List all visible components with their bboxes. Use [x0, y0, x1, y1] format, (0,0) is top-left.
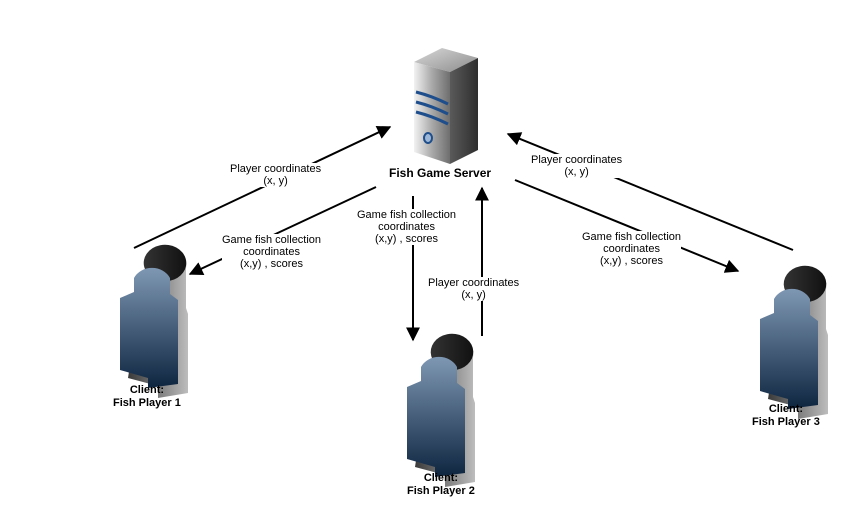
label-line: (x, y): [263, 175, 288, 187]
client-3-label: Client: Fish Player 3: [752, 403, 820, 429]
client-role: Client:: [423, 472, 459, 484]
label-server-to-p3: Game fish collection coordinates (x,y) ,…: [582, 231, 682, 267]
client-name: Fish Player 1: [113, 397, 181, 409]
server-label: Fish Game Server: [389, 166, 492, 180]
label-line: (x, y): [564, 166, 589, 178]
label-line: Game fish collection: [222, 234, 322, 246]
label-line: (x, y): [461, 289, 486, 301]
label-p3-to-server: Player coordinates (x, y): [531, 154, 623, 178]
label-line: coordinates: [603, 243, 660, 255]
connection-server-to-p1: [188, 186, 377, 276]
label-p2-to-server: Player coordinates (x, y): [428, 277, 520, 301]
label-line: Player coordinates: [230, 163, 322, 175]
client-role: Client:: [129, 384, 165, 396]
connection-server-to-p3: [514, 179, 740, 273]
client-role: Client:: [768, 403, 804, 415]
client-2-label: Client: Fish Player 2: [407, 472, 475, 498]
label-line: Game fish collection: [357, 209, 457, 221]
label-server-to-p2: Game fish collection coordinates (x,y) ,…: [357, 209, 457, 245]
label-line: (x,y) , scores: [600, 255, 663, 267]
client-name: Fish Player 2: [407, 485, 475, 497]
client-name: Fish Player 3: [752, 416, 820, 428]
connection-p3-to-server: [506, 132, 794, 251]
client-1-icon: [120, 244, 188, 398]
label-server-to-p1: Game fish collection coordinates (x,y) ,…: [222, 234, 322, 270]
client-2-icon: [407, 333, 475, 487]
label-line: Game fish collection: [582, 231, 682, 243]
label-line: (x,y) , scores: [375, 233, 438, 245]
connection-p1-to-server: [133, 126, 392, 249]
label-line: coordinates: [378, 221, 435, 233]
client-3-icon: [760, 265, 828, 419]
label-line: coordinates: [243, 246, 300, 258]
label-p1-to-server: Player coordinates (x, y): [230, 163, 322, 187]
client-1-label: Client: Fish Player 1: [113, 384, 181, 410]
label-line: Player coordinates: [531, 154, 623, 166]
server-tower-icon: [414, 48, 478, 164]
label-line: Player coordinates: [428, 277, 520, 289]
label-line: (x,y) , scores: [240, 258, 303, 270]
